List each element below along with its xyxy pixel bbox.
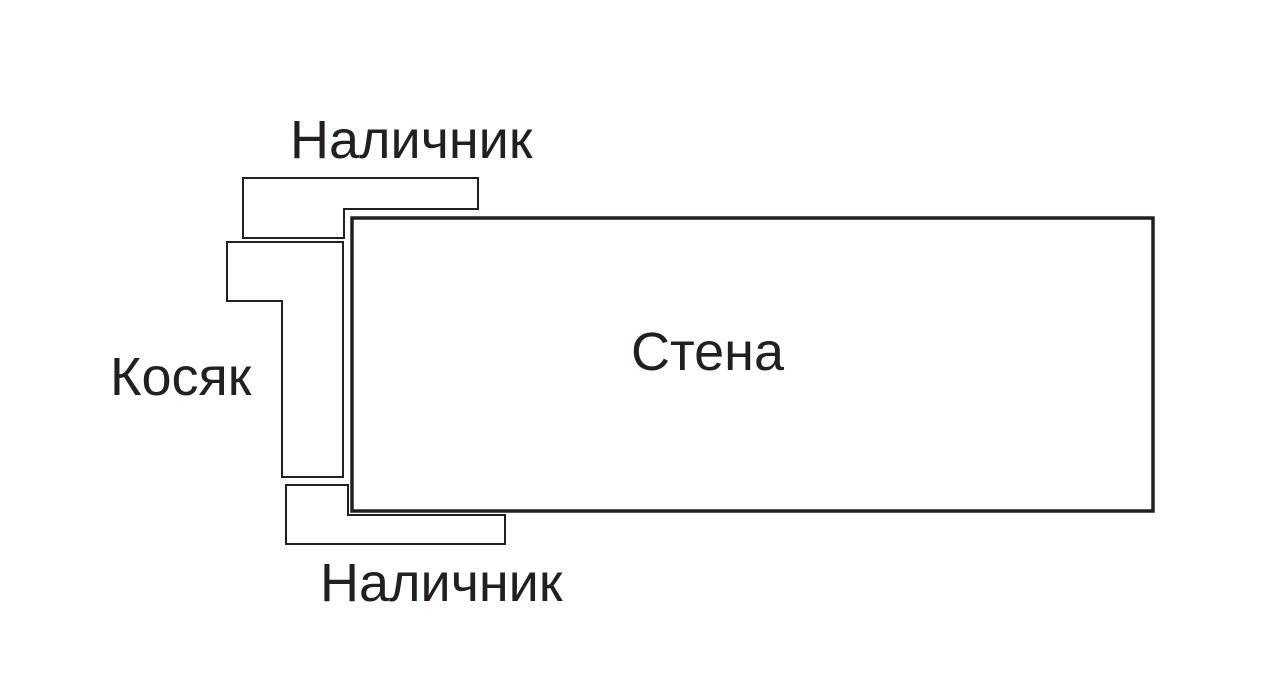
bottom-trim-label: Наличник bbox=[320, 553, 563, 613]
jamb-label: Косяк bbox=[110, 347, 252, 407]
wall-label: Стена bbox=[631, 322, 785, 382]
jamb-shape bbox=[226, 241, 344, 478]
top-trim-label: Наличник bbox=[290, 110, 533, 170]
top-trim-shape bbox=[242, 177, 479, 239]
wall-shape bbox=[350, 216, 1155, 513]
bottom-trim-shape bbox=[285, 484, 506, 545]
